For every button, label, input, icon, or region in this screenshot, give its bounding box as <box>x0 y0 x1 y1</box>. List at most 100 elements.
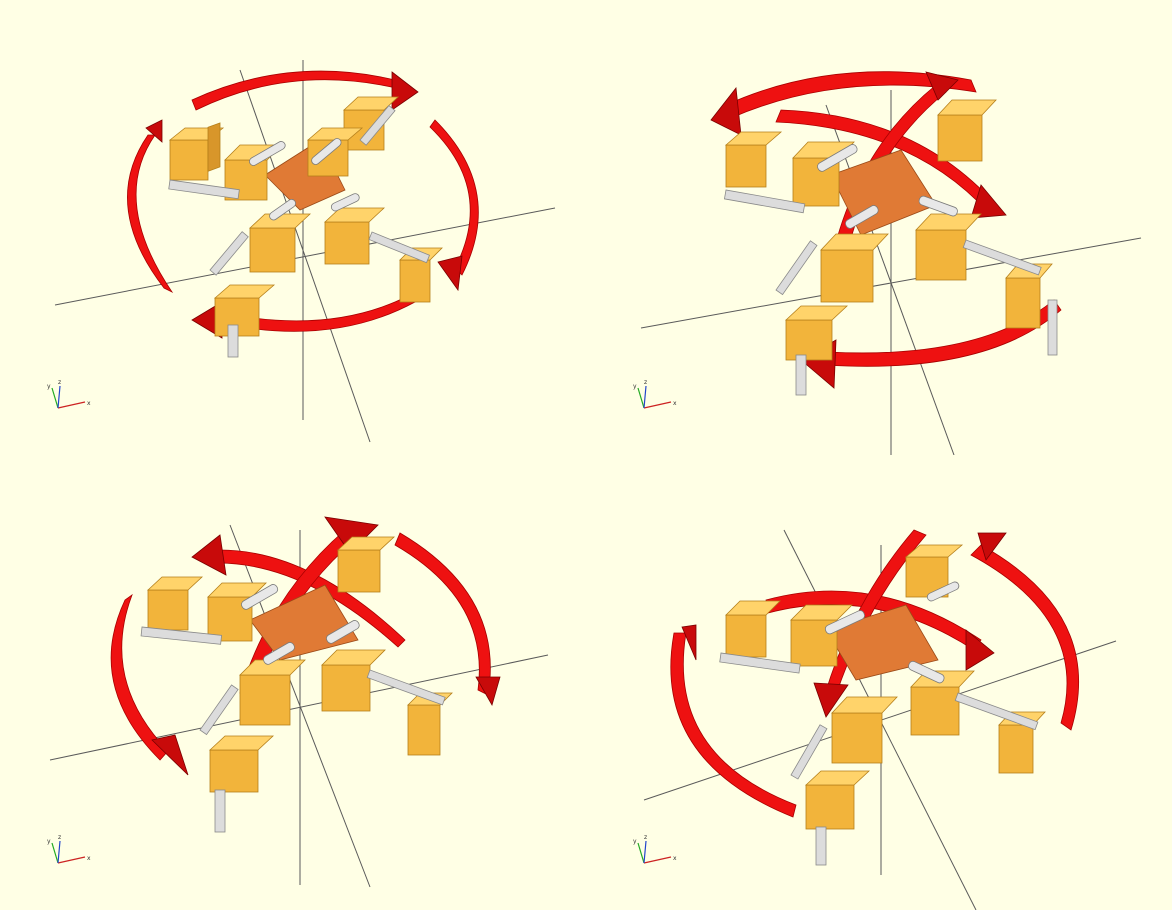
servo-horn <box>824 610 865 635</box>
axis-gizmo: x y z <box>633 379 677 409</box>
servo-bracket <box>366 669 446 706</box>
x-axis-label: x <box>673 400 677 407</box>
servo-motor <box>407 692 453 756</box>
arrow-head <box>391 71 419 111</box>
y-axis-label: y <box>47 838 51 845</box>
servo-horn <box>926 581 960 602</box>
servo-motor <box>321 649 386 712</box>
servo-bracket <box>227 324 239 358</box>
view-1-quadcopter-yaw[interactable]: x y z <box>0 0 586 455</box>
arrow-head <box>965 629 995 671</box>
servo-motor <box>208 735 275 793</box>
view-2-quadcopter-pitch[interactable]: x y z <box>586 0 1172 455</box>
x-axis-label: x <box>673 855 677 862</box>
servo-bracket <box>790 724 828 780</box>
view-3-svg: x y z <box>47 516 549 888</box>
arrow-head <box>925 71 959 101</box>
view-1-svg: x y z <box>47 60 556 443</box>
arrow-head <box>437 255 463 292</box>
servo-bracket <box>795 354 807 396</box>
servo-horn <box>311 138 342 165</box>
servo-bracket <box>1047 299 1058 356</box>
rotation-arrow <box>725 71 977 119</box>
z-axis-label: z <box>644 379 647 386</box>
servo-bracket <box>723 189 806 214</box>
servo-bracket <box>214 789 226 833</box>
view-4-svg: x y z <box>633 529 1117 910</box>
z-axis-label: z <box>58 834 61 841</box>
servo-motor <box>323 207 386 265</box>
servo-motor <box>804 770 871 830</box>
x-axis-line <box>49 654 549 761</box>
rotation-arrow <box>127 134 174 294</box>
axis-gizmo: x y z <box>47 834 91 864</box>
servo-motor <box>724 131 783 188</box>
servo-horn <box>845 205 879 229</box>
servo-bracket <box>775 240 818 296</box>
servo-motor <box>790 604 853 667</box>
servo-motor <box>831 696 898 764</box>
servo-bracket <box>140 626 223 645</box>
arrow-head <box>710 86 742 136</box>
servo-motor <box>915 213 982 281</box>
z-axis-label: z <box>58 379 61 386</box>
axis-gizmo: x y z <box>47 379 91 409</box>
servo-horn <box>817 144 858 172</box>
servo-bracket <box>719 652 801 674</box>
servo-motor <box>342 96 400 151</box>
y-axis-label: y <box>633 383 637 390</box>
servo-bracket <box>815 826 827 866</box>
servo-motor <box>239 659 306 726</box>
x-axis-label: x <box>87 400 91 407</box>
servo-motor <box>146 576 204 631</box>
servo-horn <box>269 198 296 221</box>
arrow-head <box>977 532 1007 561</box>
servo-bracket <box>168 179 240 200</box>
y-axis-label: y <box>633 838 637 845</box>
center-plate <box>825 604 939 681</box>
servo-horn <box>241 584 279 610</box>
servo-bracket <box>962 239 1042 276</box>
servo-motor <box>168 122 225 181</box>
servo-motor <box>306 127 364 177</box>
z-axis-label: z <box>644 834 647 841</box>
servo-bracket <box>954 692 1039 731</box>
arrow-head <box>145 119 163 143</box>
servo-horn <box>918 195 958 217</box>
servo-motor <box>336 536 396 593</box>
servo-bracket <box>199 684 239 736</box>
servo-horn <box>330 193 360 212</box>
servo-motor <box>725 600 781 658</box>
arrow-head <box>151 734 189 776</box>
view-2-svg: x y z <box>633 71 1142 455</box>
view-3-quadcopter-roll[interactable]: x y z <box>0 455 586 910</box>
view-4-quadcopter-yaw-reverse[interactable]: x y z <box>586 455 1172 910</box>
servo-motor <box>248 213 312 273</box>
arrow-head <box>681 624 697 661</box>
servo-motor <box>213 284 276 337</box>
servo-horn <box>326 620 360 644</box>
servo-motor <box>784 305 849 361</box>
servo-horn <box>249 141 286 166</box>
servo-motor <box>937 99 997 162</box>
arrow-head <box>191 534 227 576</box>
y-axis-line <box>239 69 371 443</box>
rotation-arrow <box>394 532 491 696</box>
x-axis-label: x <box>87 855 91 862</box>
servo-bracket <box>368 231 431 264</box>
servo-bracket <box>359 104 396 146</box>
arrow-head <box>970 184 1007 219</box>
arrow-head <box>475 676 501 707</box>
rotation-arrow <box>217 549 406 648</box>
y-axis-label: y <box>47 383 51 390</box>
servo-motor <box>820 233 889 303</box>
servo-motor <box>207 582 267 642</box>
servo-horn <box>263 642 295 665</box>
arrow-head <box>813 682 849 718</box>
servo-horn <box>908 660 945 684</box>
servo-bracket <box>209 231 249 276</box>
y-axis-line <box>825 104 955 455</box>
rotation-arrow <box>670 632 797 818</box>
rotation-arrow <box>970 544 1079 731</box>
